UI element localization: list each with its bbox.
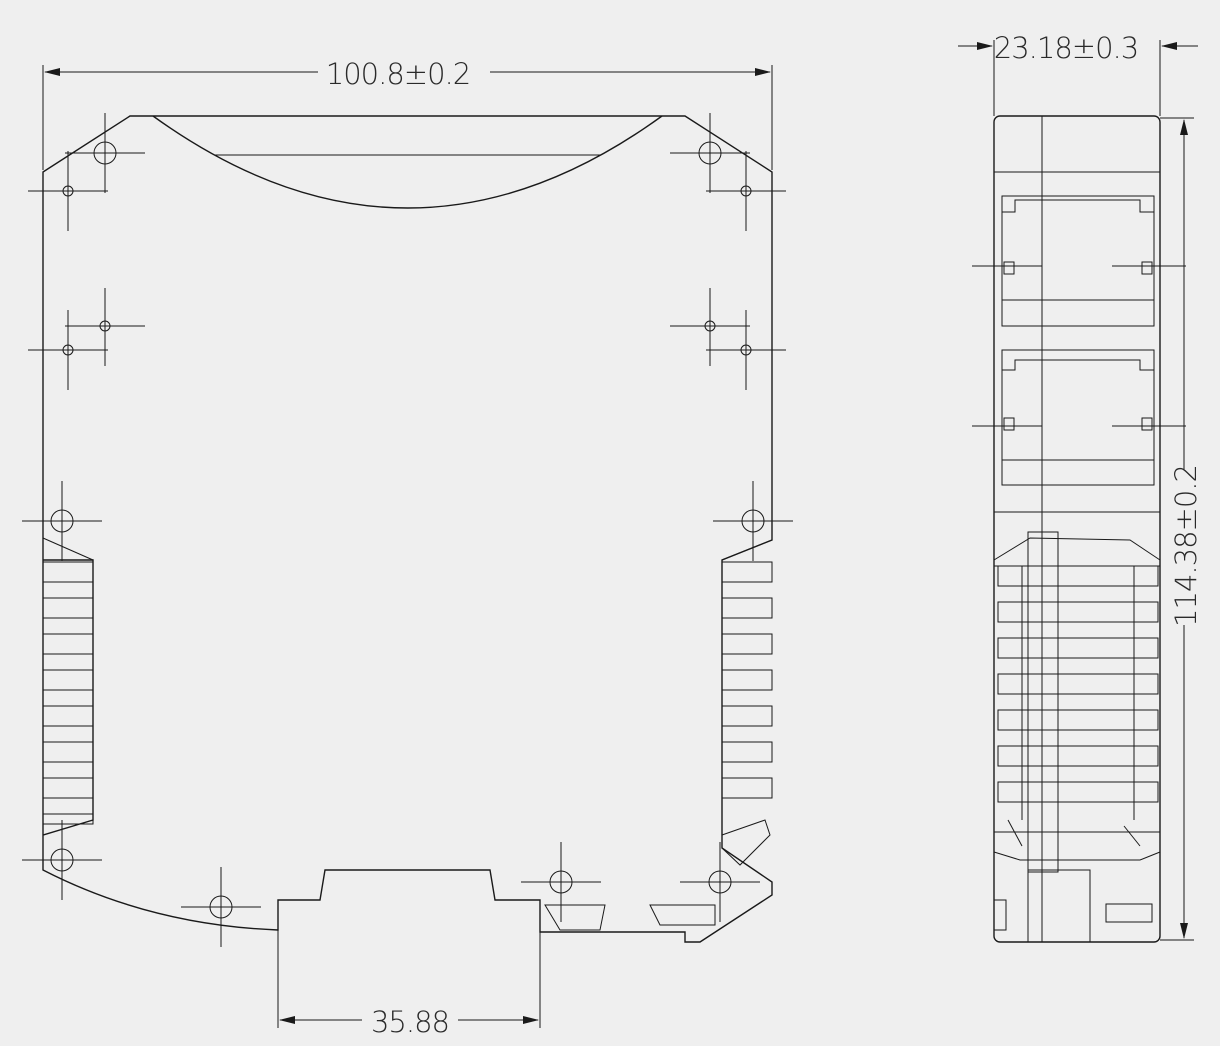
side-connector-lower <box>972 349 1186 513</box>
left-terminal-bevel <box>42 537 94 561</box>
width-dimension: 100.8±0.2 <box>42 57 773 170</box>
rail-dimension: 35.88 <box>277 930 541 1039</box>
front-housing-outline <box>42 115 773 943</box>
din-rail-latch <box>544 904 716 931</box>
side-connector-upper <box>972 195 1186 327</box>
width-dimension-label: 100.8±0.2 <box>326 57 470 91</box>
height-dimension-label: 114.38±0.2 <box>1169 465 1203 627</box>
mounting-holes <box>22 113 793 947</box>
left-terminal-block <box>42 561 94 825</box>
front-view: 100.8±0.2 35.88 <box>22 57 793 1039</box>
right-terminal-block <box>721 561 773 866</box>
right-terminal-bevel <box>721 539 773 561</box>
side-view: 23.18±0.3 114.38±0.2 <box>958 31 1203 943</box>
side-housing-outline <box>993 115 1161 943</box>
height-dimension: 114.38±0.2 <box>1160 117 1203 941</box>
side-terminal-block <box>993 531 1161 943</box>
front-arc-window <box>152 115 663 209</box>
rail-dimension-label: 35.88 <box>371 1005 449 1039</box>
depth-dimension-label: 23.18±0.3 <box>994 31 1138 65</box>
depth-dimension: 23.18±0.3 <box>958 31 1198 116</box>
